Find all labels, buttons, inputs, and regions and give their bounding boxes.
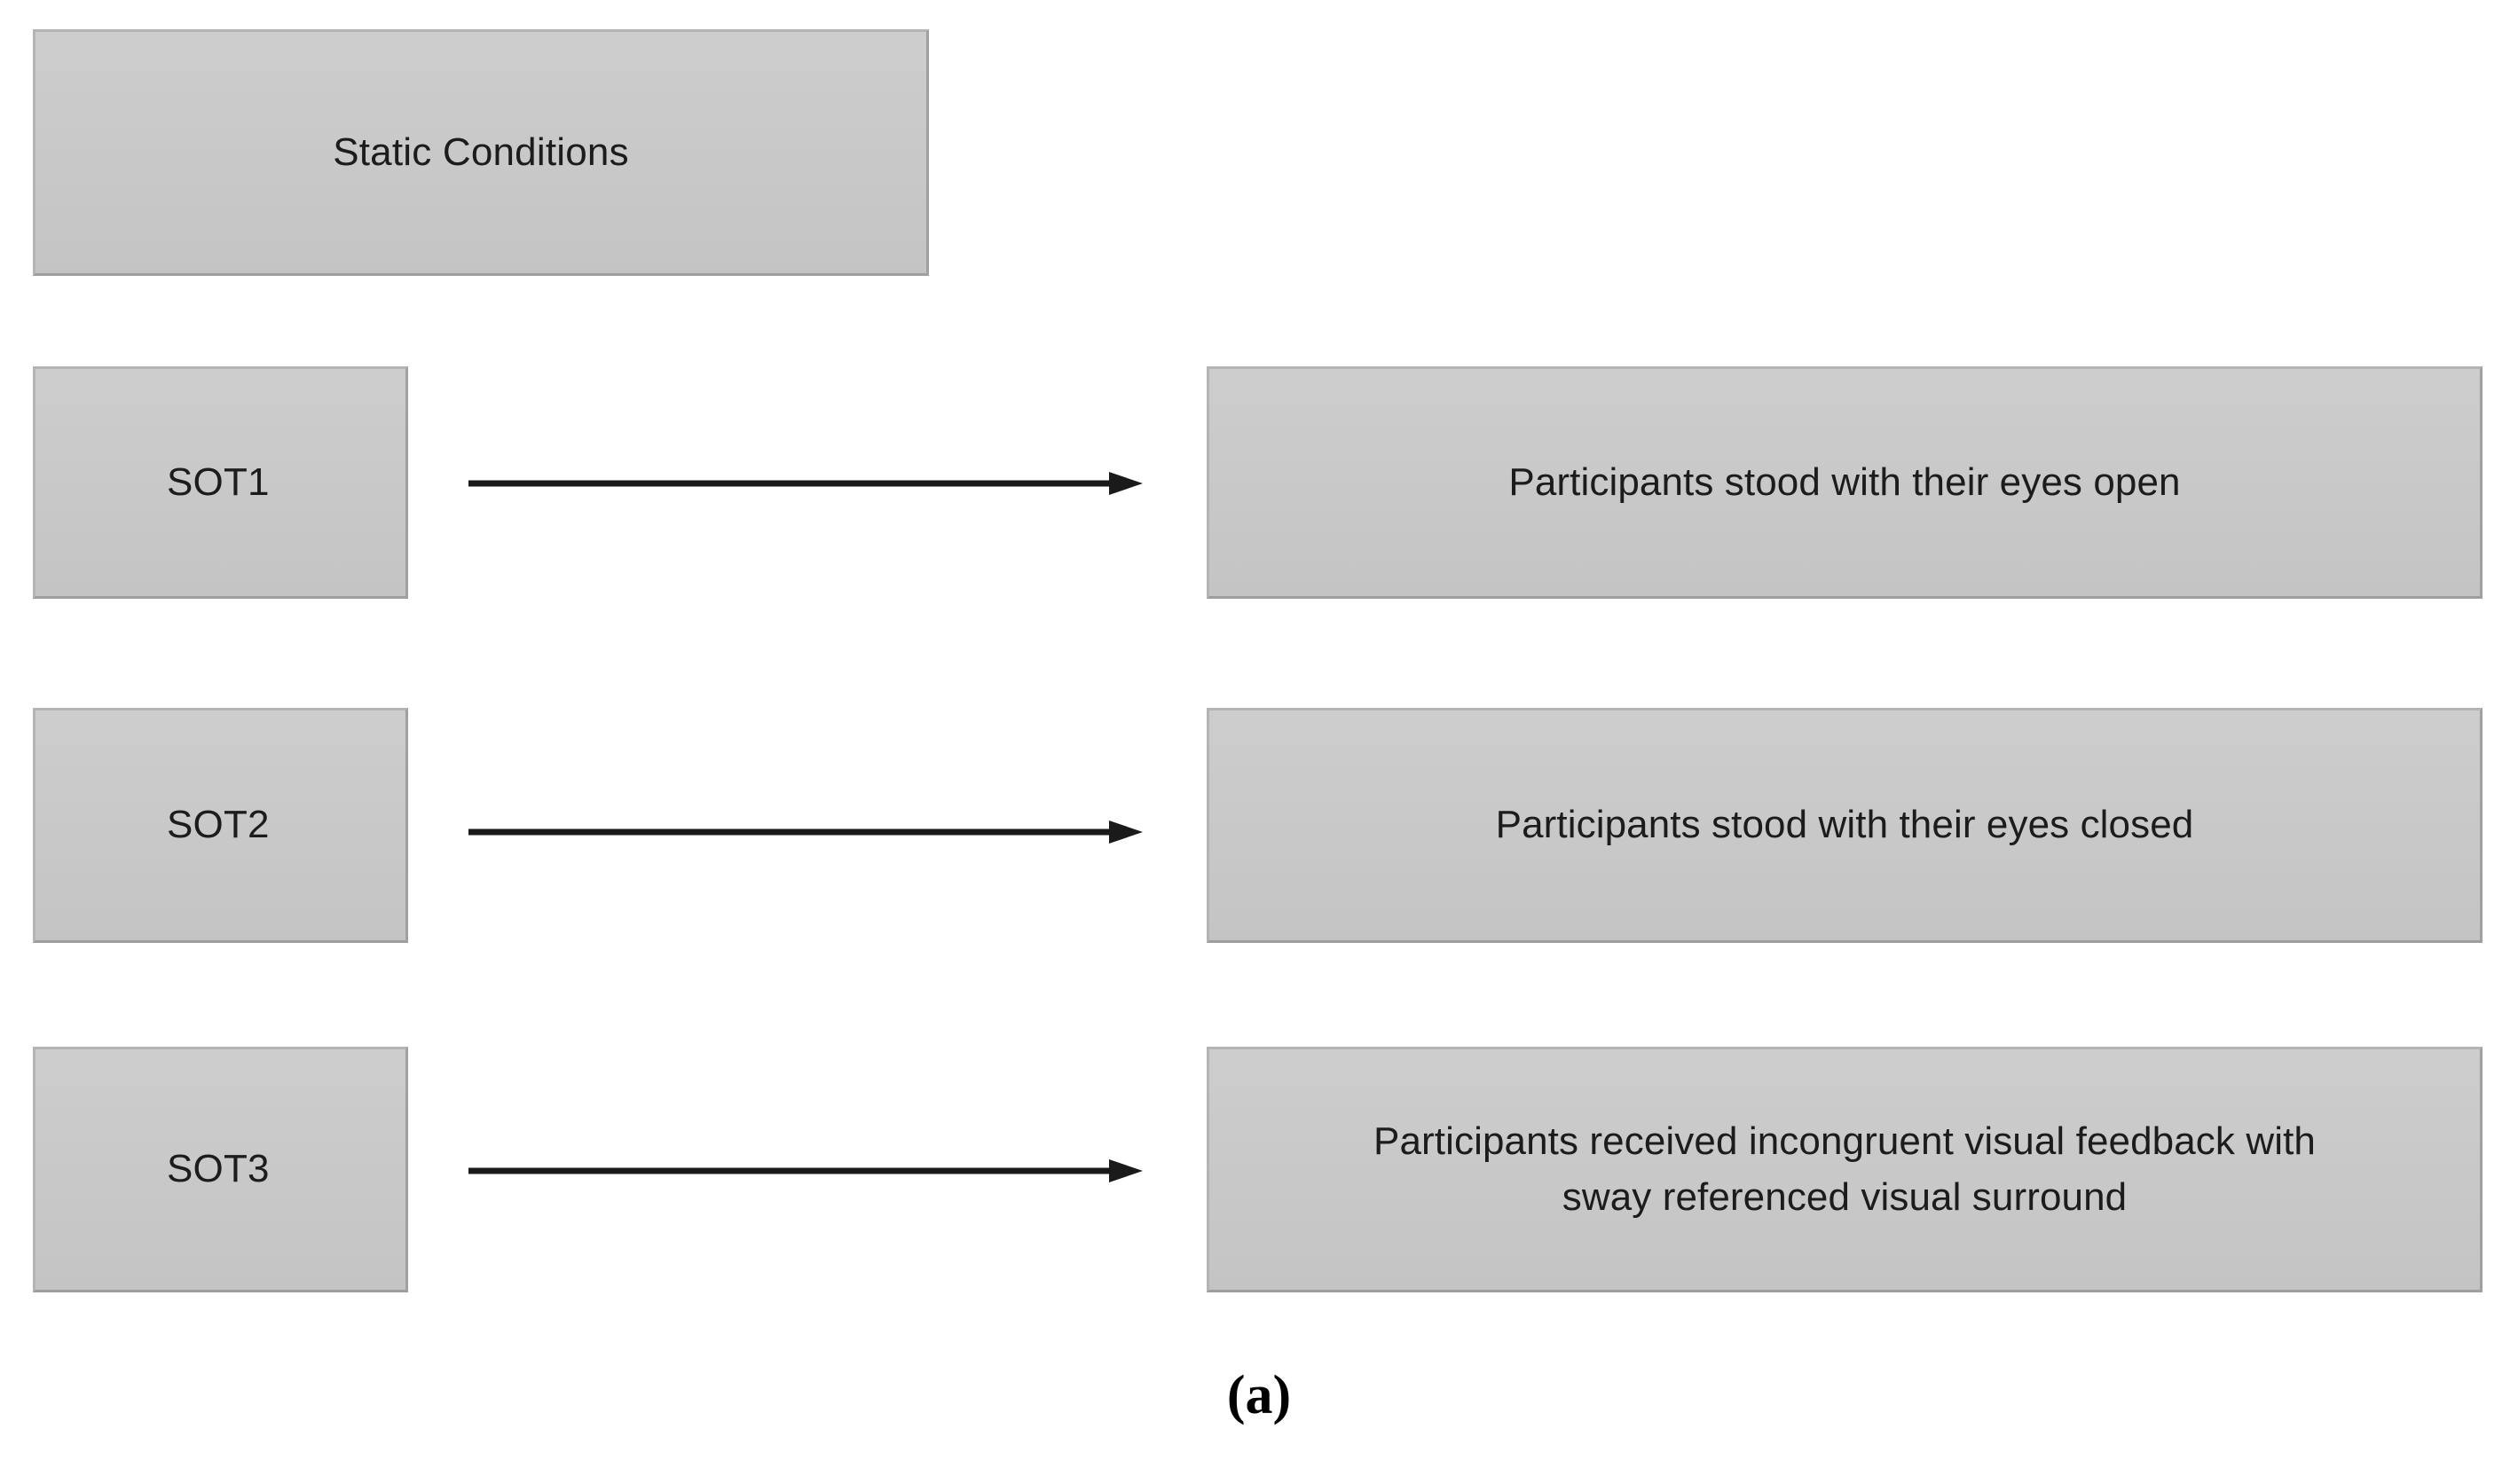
arrow-sot3 [468, 1153, 1143, 1189]
condition-box-sot2: SOT2 [33, 708, 408, 943]
description-label-sot1: Participants stood with their eyes open [1508, 459, 2181, 504]
condition-box-sot3: SOT3 [33, 1047, 408, 1292]
description-box-sot1: Participants stood with their eyes open [1207, 366, 2483, 599]
arrow-sot1 [468, 466, 1143, 501]
static-conditions-label: Static Conditions [333, 130, 629, 174]
arrow-sot2 [468, 814, 1143, 850]
description-line-2: sway referenced visual surround [1562, 1174, 2128, 1219]
condition-label-sot1: SOT1 [167, 459, 270, 504]
condition-label-sot2: SOT2 [167, 803, 270, 847]
description-line-1: Participants received incongruent visual… [1373, 1119, 2316, 1164]
condition-label-sot3: SOT3 [167, 1147, 270, 1191]
figure-caption: (a) [1226, 1365, 1292, 1425]
description-label-sot3: Participants received incongruent visual… [1209, 1114, 2480, 1225]
description-box-sot3: Participants received incongruent visual… [1207, 1047, 2483, 1292]
condition-box-sot1: SOT1 [33, 366, 408, 599]
description-label-sot2: Participants stood with their eyes close… [1495, 803, 2194, 847]
static-conditions-box: Static Conditions [33, 29, 929, 276]
description-box-sot2: Participants stood with their eyes close… [1207, 708, 2483, 943]
